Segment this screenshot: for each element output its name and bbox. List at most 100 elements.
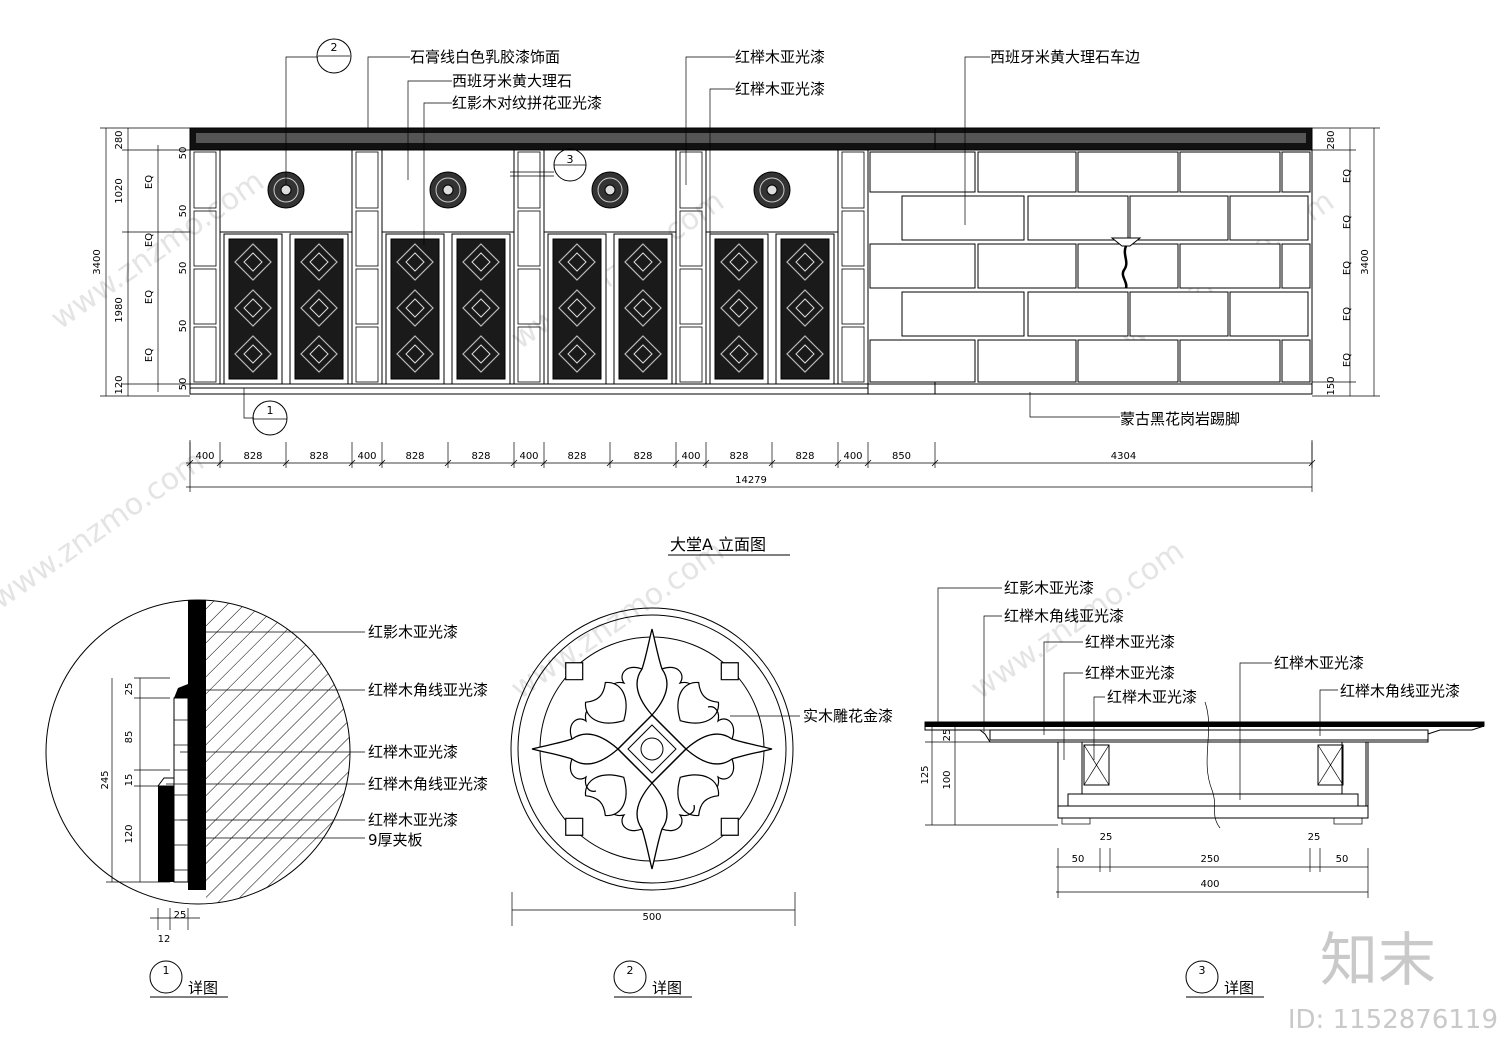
dim-segment: 4304	[1111, 451, 1136, 462]
svg-text:1980: 1980	[114, 297, 125, 322]
detail-3-title: 详图	[1224, 979, 1254, 997]
marble-block	[1281, 151, 1311, 193]
marble-block	[1077, 151, 1179, 193]
pilasters	[189, 149, 869, 385]
svg-text:120: 120	[114, 375, 125, 394]
detail-3: 25 100 125 50 25 250 25 50 400 红影木亚光漆 红榉…	[920, 579, 1485, 998]
callout-number: 2	[331, 41, 338, 54]
svg-text:245: 245	[100, 770, 111, 789]
pilaster-panel	[517, 210, 541, 267]
dim-segment: 400	[681, 451, 700, 462]
svg-text:120: 120	[124, 824, 135, 843]
pilaster	[189, 149, 221, 385]
svg-text:EQ: EQ	[144, 175, 155, 189]
rosette-outer-ring	[510, 607, 794, 891]
svg-text:25: 25	[1100, 832, 1113, 843]
label-spanish-marble: 西班牙米黄大理石	[452, 72, 572, 90]
d3-label-c: 红榉木亚光漆	[1085, 633, 1175, 651]
marble-block	[1077, 243, 1179, 289]
svg-text:15: 15	[124, 774, 135, 787]
wall-sconce-icon	[1110, 237, 1142, 289]
svg-text:3400: 3400	[1360, 249, 1371, 274]
pilaster-panel	[193, 151, 217, 209]
svg-text:25: 25	[942, 729, 953, 742]
d3-label-g: 红榉木角线亚光漆	[1340, 682, 1460, 700]
detail-1: 25 85 15 120 245 12 25 红影木亚光漆 红榉木角线亚光漆 红…	[45, 599, 488, 998]
callout-number: 1	[267, 404, 274, 417]
dim-segment: 828	[309, 451, 328, 462]
svg-text:EQ: EQ	[144, 233, 155, 247]
pilaster	[513, 149, 545, 385]
marble-block	[1077, 339, 1179, 383]
d1-label-a: 红影木亚光漆	[368, 623, 458, 641]
svg-text:85: 85	[124, 731, 135, 744]
svg-text:2: 2	[627, 964, 634, 977]
marble-block	[1229, 291, 1309, 337]
d1-label-b: 红榉木角线亚光漆	[368, 681, 488, 699]
svg-text:280: 280	[1326, 130, 1337, 149]
svg-text:1020: 1020	[114, 178, 125, 203]
d1-label-d: 红榉木角线亚光漆	[368, 775, 488, 793]
svg-text:EQ: EQ	[1342, 215, 1353, 229]
detail-2-title-bubble	[613, 960, 647, 994]
marble-block	[1281, 243, 1311, 289]
brand-logo: 知末	[1320, 926, 1436, 994]
marble-block	[901, 291, 1025, 337]
pilaster-panel	[841, 210, 865, 267]
marble-block	[977, 151, 1077, 193]
svg-text:EQ: EQ	[1342, 353, 1353, 367]
detail-3-title-bubble	[1185, 960, 1219, 994]
pilaster-panel	[679, 151, 703, 209]
marble-block	[1027, 291, 1129, 337]
label-black-granite: 蒙古黑花岗岩踢脚	[1120, 410, 1240, 428]
marble-block	[1281, 339, 1311, 383]
svg-text:3400: 3400	[92, 249, 103, 274]
marble-block	[869, 339, 976, 383]
svg-text:50: 50	[1072, 854, 1085, 865]
d2-label: 实木雕花金漆	[803, 707, 893, 725]
dim-segment: 828	[795, 451, 814, 462]
svg-text:150: 150	[1326, 376, 1337, 395]
dim-segment: 400	[357, 451, 376, 462]
callout-bubble-2	[316, 38, 352, 74]
pilaster-panel	[841, 268, 865, 325]
svg-text:1: 1	[163, 964, 170, 977]
pilaster-panel	[355, 151, 379, 209]
marble-block	[1179, 243, 1281, 289]
dim-segment: 828	[471, 451, 490, 462]
dim-segment: 400	[195, 451, 214, 462]
dim-segment: 828	[633, 451, 652, 462]
rosette-carving-icon	[531, 628, 773, 870]
d3-label-f: 红榉木亚光漆	[1274, 654, 1364, 672]
pilaster-panel	[517, 326, 541, 383]
marble-block	[1027, 195, 1129, 241]
svg-text:50: 50	[178, 147, 189, 160]
dim-segment: 828	[567, 451, 586, 462]
pilaster	[351, 149, 383, 385]
svg-text:500: 500	[642, 912, 661, 923]
svg-text:3: 3	[1199, 964, 1206, 977]
dim-segment: 828	[729, 451, 748, 462]
svg-text:280: 280	[114, 130, 125, 149]
dim-segment: 850	[892, 451, 911, 462]
label-red-beech-1: 红榉木亚光漆	[735, 48, 825, 66]
marble-block	[977, 339, 1077, 383]
svg-text:50: 50	[1336, 854, 1349, 865]
detail-2-title: 详图	[652, 979, 682, 997]
marble-block	[1179, 339, 1281, 383]
svg-text:EQ: EQ	[1342, 169, 1353, 183]
marble-block	[1179, 151, 1281, 193]
marble-block	[977, 243, 1077, 289]
d3-label-b: 红榉木角线亚光漆	[1004, 607, 1124, 625]
marble-block	[1129, 195, 1229, 241]
pilaster-panel	[841, 151, 865, 209]
pilaster	[675, 149, 707, 385]
marble-block	[901, 195, 1025, 241]
label-red-shadow-wood: 红影木对纹拼花亚光漆	[452, 94, 602, 112]
dim-segment: 828	[405, 451, 424, 462]
svg-text:400: 400	[1200, 879, 1219, 890]
watermark-text: www.znzmo.com	[505, 534, 731, 707]
right-dimensions: 3400 280 EQ EQ EQ EQ EQ 150	[1312, 127, 1380, 397]
marble-block	[869, 151, 976, 193]
